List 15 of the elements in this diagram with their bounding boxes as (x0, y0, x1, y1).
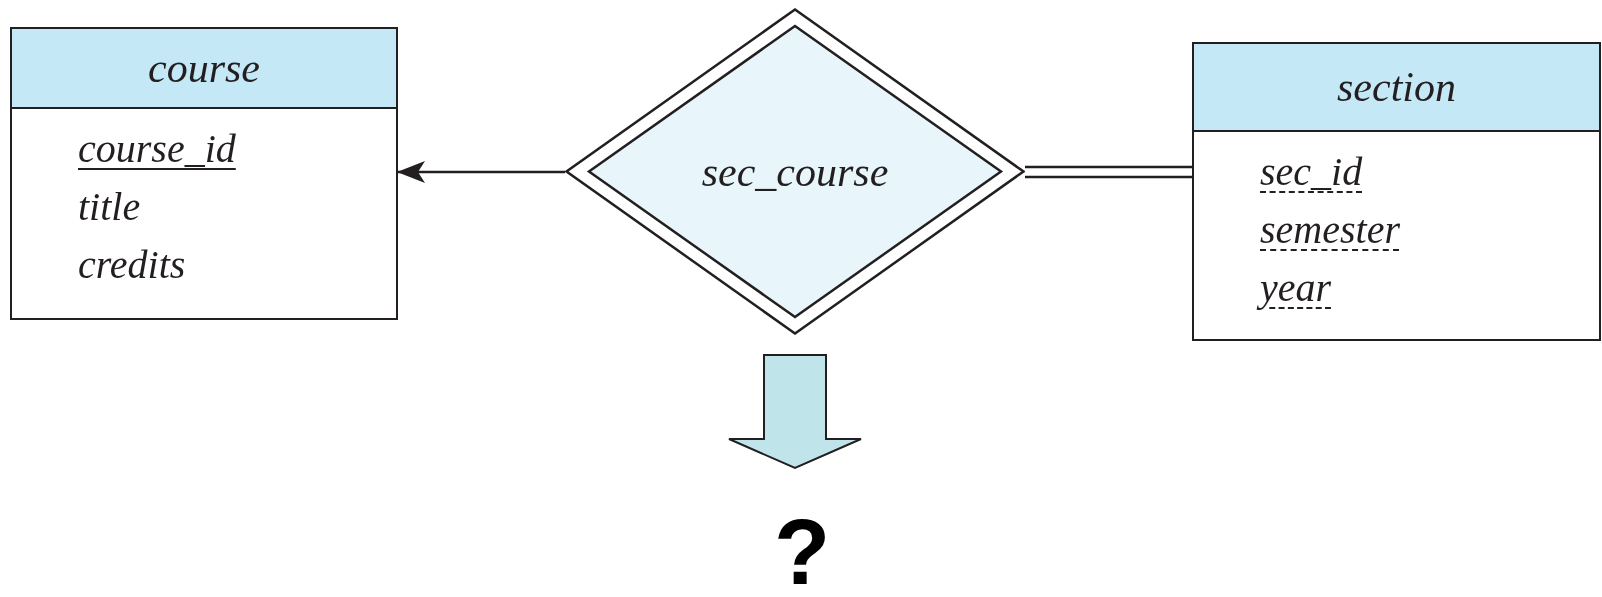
relationship-diamond (565, 8, 1025, 335)
attribute-name: course_id (78, 125, 236, 173)
entity-name: section (1337, 66, 1456, 108)
weak-entity-box (1192, 42, 1601, 341)
arrow (397, 161, 565, 183)
entity-box (10, 27, 398, 320)
attribute-name: credits (78, 241, 186, 289)
attribute-name: semester (1260, 206, 1400, 254)
attribute-name: sec_id (1260, 148, 1363, 196)
block-arrow (728, 354, 862, 470)
entity-name: course (148, 47, 260, 89)
double-line (1025, 165, 1192, 179)
attribute-name: title (78, 183, 141, 231)
relationship-name: sec_course (701, 147, 889, 196)
question-mark: ? (762, 506, 842, 597)
